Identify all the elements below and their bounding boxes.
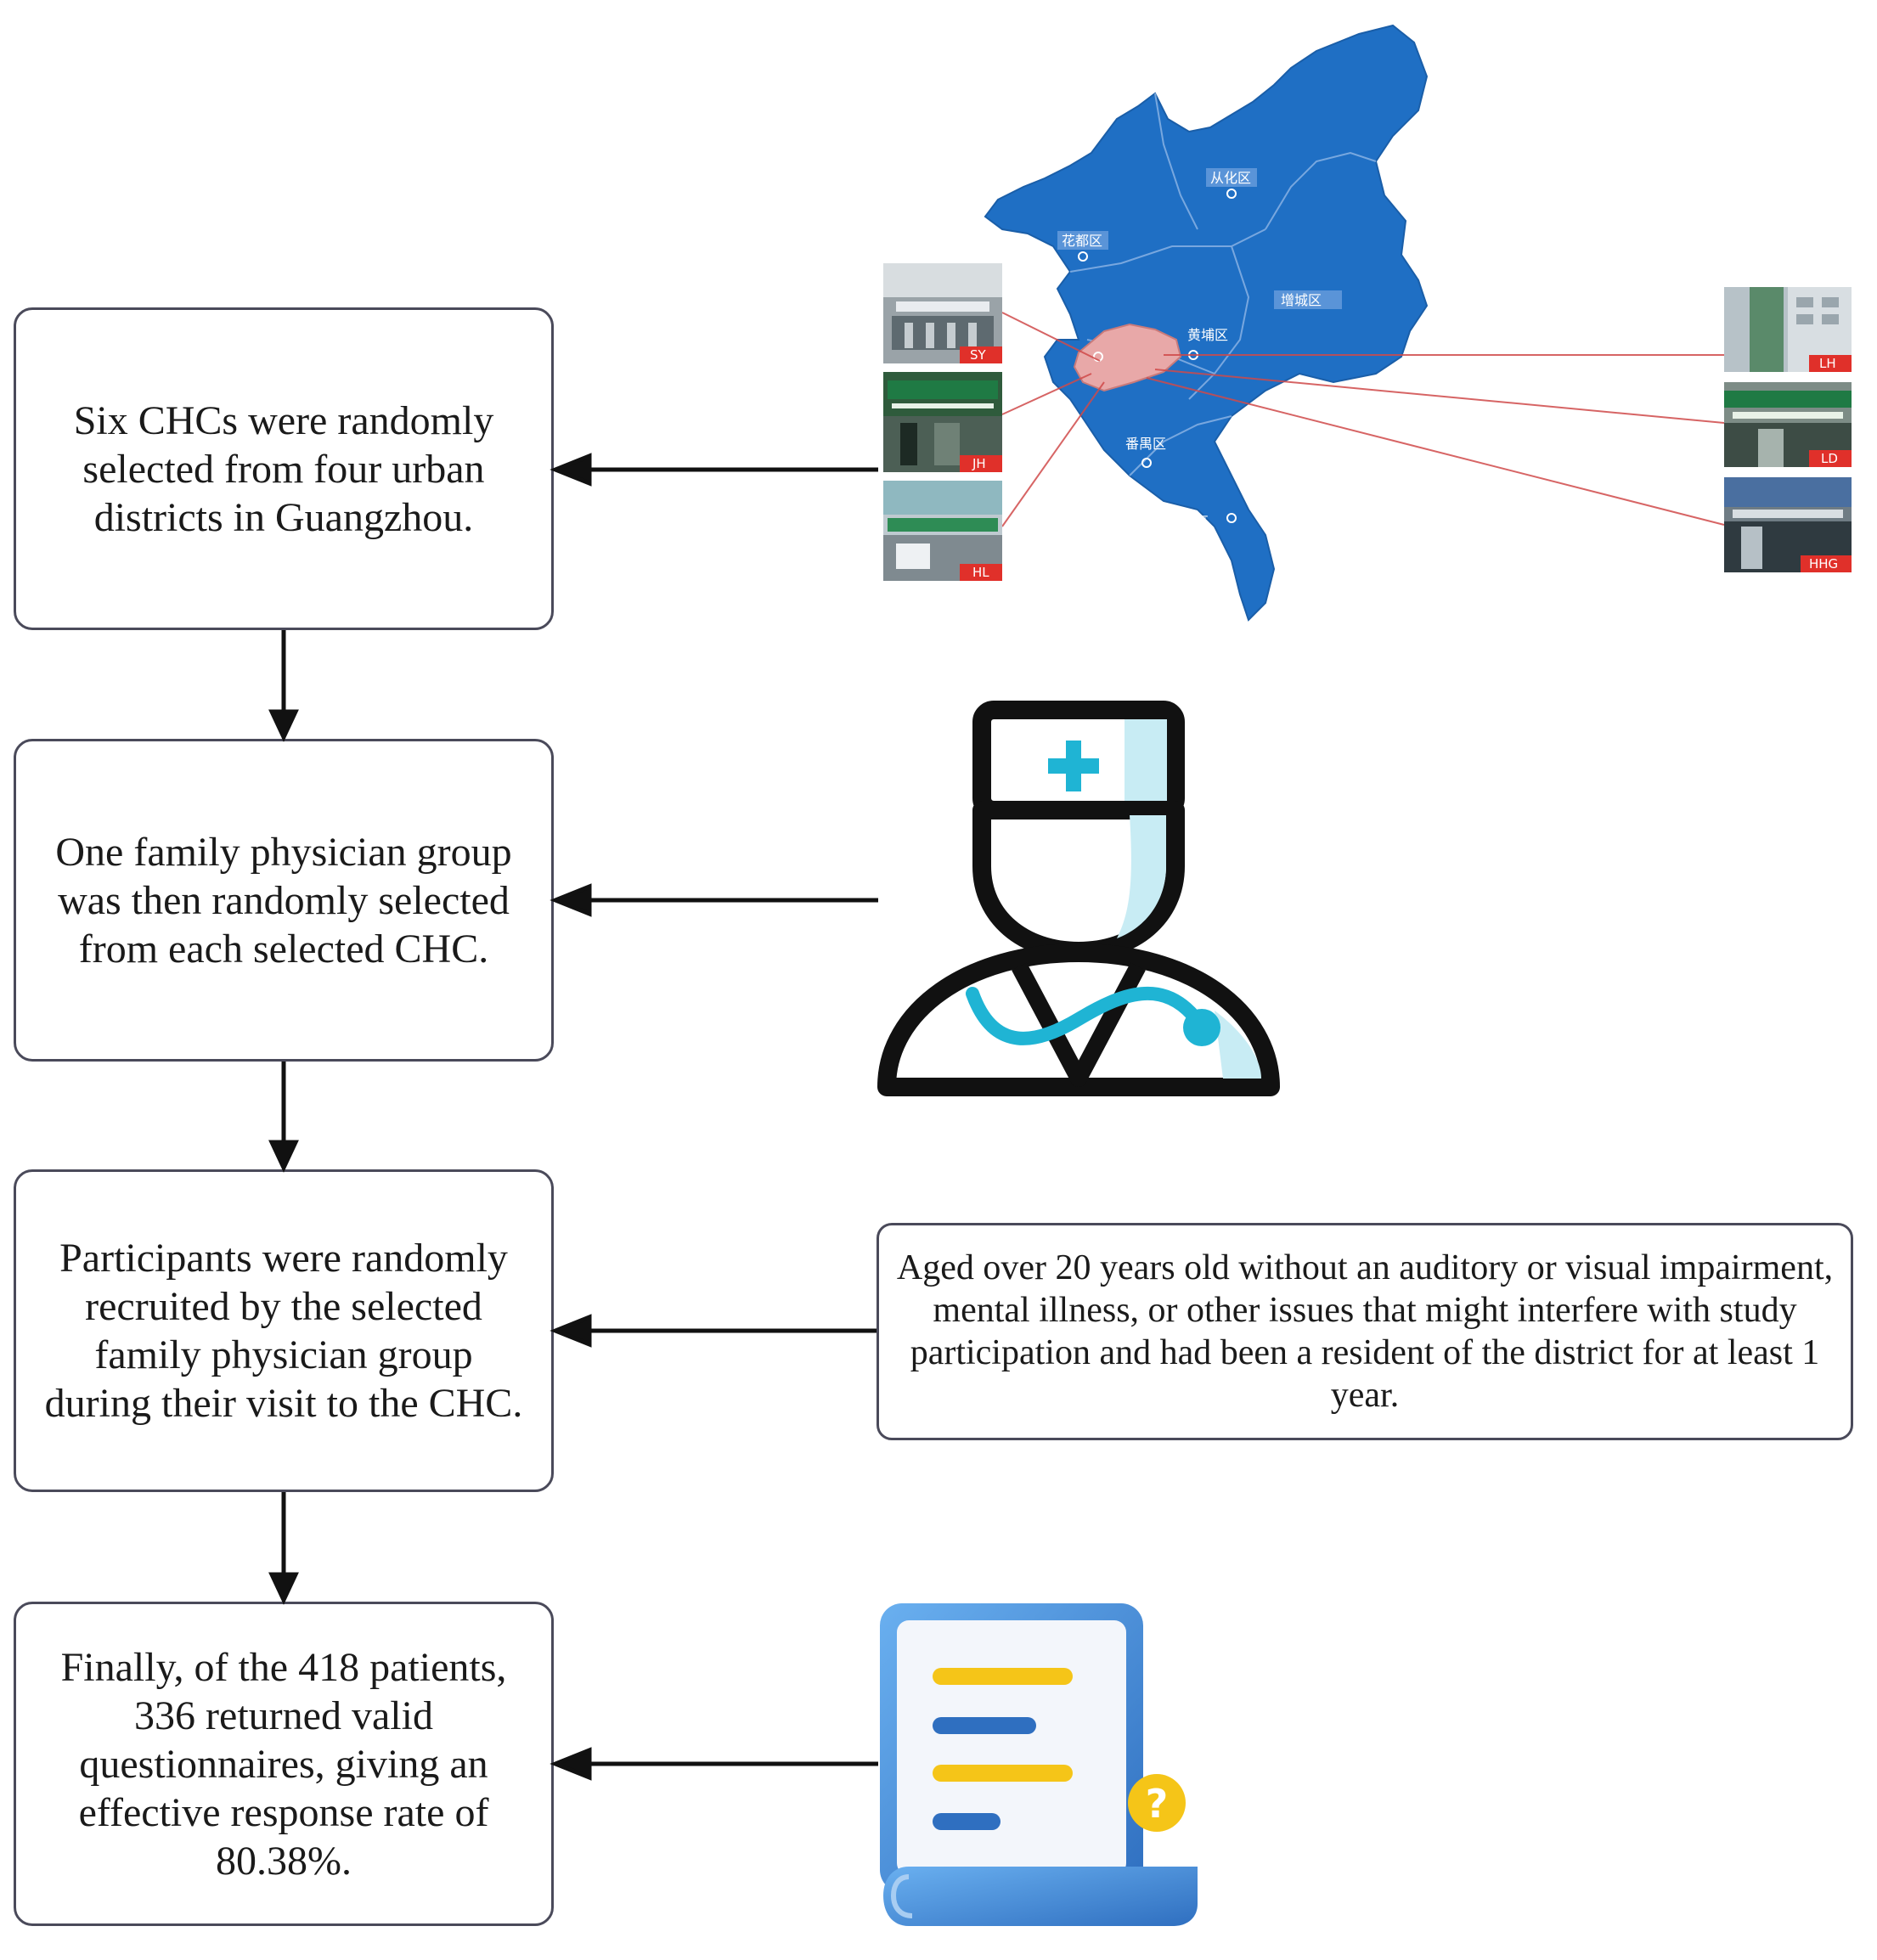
map-icon: 从化区 花都区 增城区 黄埔区 番禺区 南沙区 SY [883,24,1852,622]
questionnaire-icon: ? [880,1603,1198,1926]
svg-text:?: ? [1146,1781,1169,1827]
criteria-text: Aged over 20 years old without an audito… [896,1248,1834,1415]
step-box-1: Six CHCs were randomly selected from fou… [14,307,554,630]
chc-photo-jh: JH [883,372,1002,472]
step-text-3: Participants were randomly recruited by … [44,1236,523,1426]
step-text-4: Finally, of the 418 patients, 336 return… [60,1644,507,1884]
step-box-3: Participants were randomly recruited by … [14,1169,554,1492]
chc-photo-lh: LH [1724,287,1852,372]
urban-core [1073,323,1182,392]
chc-photo-hhg: HHG [1724,477,1852,572]
criteria-box: Aged over 20 years old without an audito… [876,1223,1853,1440]
chc-photo-hl: HL [883,481,1002,581]
photo-tag-jh: JH [972,456,986,471]
map-label-5: 番禺区 [1125,436,1166,452]
map-label-4: 黄埔区 [1187,327,1228,343]
doctor-icon [877,701,1280,1096]
step-box-2: One family physician group was then rand… [14,739,554,1062]
photo-tag-hl: HL [972,565,989,580]
step-box-4: Finally, of the 418 patients, 336 return… [14,1602,554,1926]
photo-tag-hhg: HHG [1809,556,1838,572]
chc-photo-sy: SY [883,263,1002,363]
photo-tag-sy: SY [970,347,987,363]
chc-photo-ld: LD [1724,382,1852,467]
map-label-6: 南沙区 [1168,514,1209,530]
photo-tag-ld: LD [1821,451,1838,466]
map-label-3: 增城区 [1281,292,1322,308]
photo-tag-lh: LH [1819,356,1836,371]
guangzhou-map [984,24,1429,622]
map-label-2: 花都区 [1062,233,1102,249]
step-text-2: One family physician group was then rand… [55,829,512,972]
step-text-1: Six CHCs were randomly selected from fou… [73,397,494,540]
map-label-1: 从化区 [1210,170,1251,186]
